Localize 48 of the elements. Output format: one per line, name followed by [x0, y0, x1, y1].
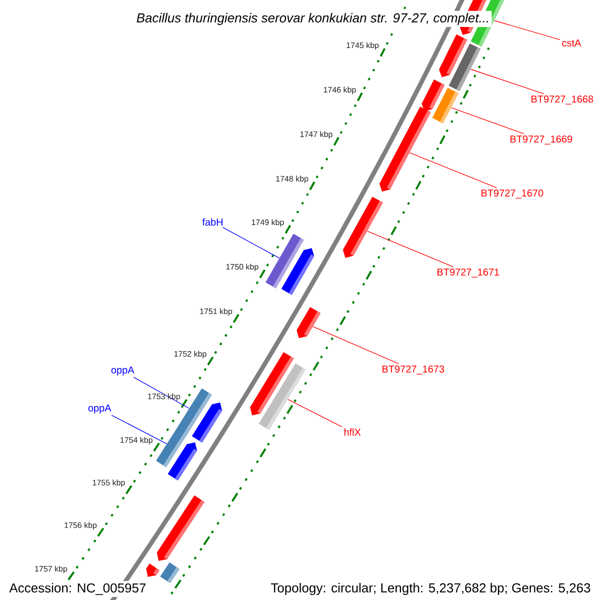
tick-label: 1745 kbp: [346, 42, 379, 50]
gene-block: [342, 196, 383, 258]
leader-line: [494, 20, 560, 40]
tick-label: 1750 kbp: [226, 264, 258, 272]
gene-block: [296, 307, 321, 338]
gene-bar: [160, 562, 180, 584]
tick-label: 1748 kbp: [276, 176, 308, 184]
leader-line: [367, 230, 454, 268]
tick-label: 1755 kbp: [92, 480, 125, 487]
tick-label: 1746 kbp: [324, 86, 356, 94]
tick-label: 1754 kbp: [120, 436, 152, 444]
gene-label: BT9727_1671: [438, 268, 500, 278]
gene-label: BT9727_1669: [510, 136, 572, 144]
gene-label: oppA: [88, 404, 112, 414]
gene-block: [281, 248, 314, 295]
gene-label: BT9727_1673: [382, 366, 444, 374]
gene-label: oppA: [111, 366, 134, 376]
gene-label: fabH: [202, 218, 222, 226]
leader-line: [409, 152, 498, 188]
gene-bar: [258, 363, 306, 430]
leader-line: [450, 107, 524, 134]
leader-line: [470, 68, 544, 94]
gene-bar: [448, 43, 481, 92]
summary-text: Topology: circular; Length: 5,237,682 bp; Genes: 5,263: [268, 580, 593, 598]
tick-label: 1752 kbp: [174, 350, 206, 358]
gene-block: [379, 106, 431, 192]
accession-text: Accession: NC_005957: [7, 581, 148, 597]
gene-block: [156, 495, 204, 561]
tick-label: 1749 kbp: [252, 219, 284, 227]
tick-label: 1753 kbp: [148, 393, 180, 401]
tick-label: 1757 kbp: [35, 566, 68, 574]
gene-bar: [432, 88, 458, 124]
gene-label: hflX: [344, 428, 361, 436]
leader-line: [111, 414, 168, 444]
title: Bacillus thuringiensis serovar konkukian str. 97-27, complet...: [134, 10, 492, 28]
tick-label: 1751 kbp: [200, 308, 232, 316]
gene-block: [168, 442, 198, 480]
tick-label: 1747 kbp: [300, 131, 332, 139]
leader-line: [133, 376, 190, 409]
leader-line: [312, 326, 400, 364]
gene-label: cstA: [562, 40, 582, 46]
gene-block: [192, 402, 222, 443]
gene-label: BT9727_1668: [532, 96, 594, 104]
tick-label: 1756 kbp: [64, 522, 97, 530]
gene-label: BT9727_1670: [482, 190, 544, 198]
gene-block: [146, 564, 160, 577]
leader-line: [288, 399, 342, 428]
leader-line: [222, 227, 280, 258]
